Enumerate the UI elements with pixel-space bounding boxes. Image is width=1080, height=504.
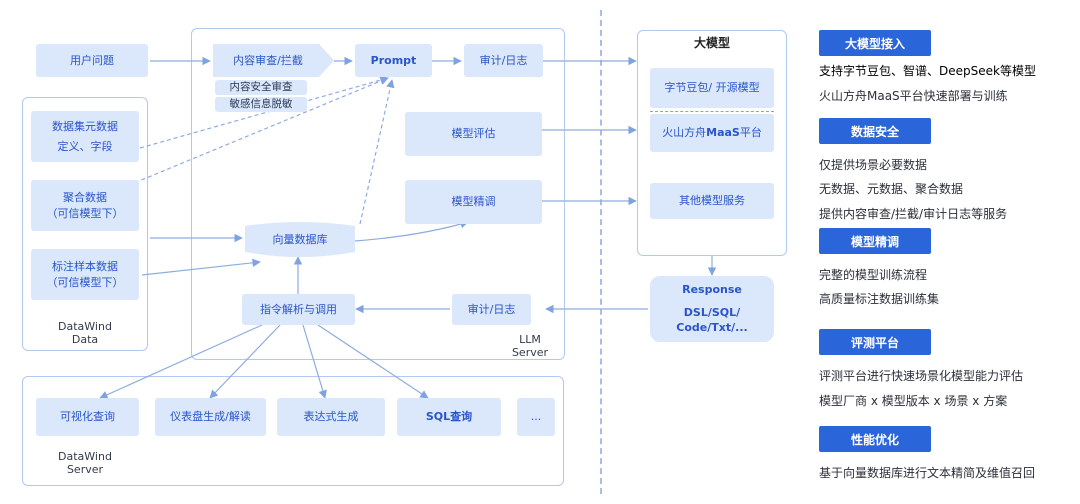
sensitive-mask-box[interactable]: 敏感信息脱敏 [215,97,307,112]
text-eval-platform-2: 模型厂商 x 模型版本 x 场景 x 方案 [819,394,1008,408]
text-data-security-3: 提供内容审查/拦截/审计日志等服务 [819,207,1008,221]
other-model-services-box[interactable]: 其他模型服务 [650,183,774,219]
aggregated-data-box[interactable]: 聚合数据（可信模型下） [31,180,139,231]
dataset-metadata-box[interactable]: 数据集元数据定义、字段 [31,111,139,162]
audit-log-bottom-box[interactable]: 审计/日志 [452,294,531,325]
server-item-visual-query[interactable]: 可视化查询 [36,398,139,436]
badge-model-access: 大模型接入 [819,30,931,56]
text-data-security-2: 无数据、元数据、聚合数据 [819,182,964,196]
response-box[interactable]: Response DSL/SQL/ Code/Txt/... [650,276,774,342]
vector-db-box[interactable]: 向量数据库 [272,233,328,247]
text-model-tuning-2: 高质量标注数据训练集 [819,292,940,306]
text-performance-1: 基于向量数据库进行文本精简及维值召回 [819,466,1036,480]
model-eval-box[interactable]: 模型评估 [405,112,542,156]
server-item-expression[interactable]: 表达式生成 [277,398,385,436]
vector-db-shape [245,222,355,257]
content-review-shape [213,44,334,77]
badge-data-security: 数据安全 [819,118,931,144]
text-model-access-1: 支持字节豆包、智谱、DeepSeek等模型 [819,64,1036,78]
doubao-opensource-box[interactable]: 字节豆包/ 开源模型 [650,68,774,108]
server-item-more[interactable]: ... [517,398,555,436]
text-eval-platform-1: 评测平台进行快速场景化模型能力评估 [819,369,1024,383]
audit-log-top-box[interactable]: 审计/日志 [464,44,543,77]
text-model-access-2: 火山方舟MaaS平台快速部署与训练 [819,89,1008,103]
content-review-box[interactable]: 内容审查/拦截 [233,53,303,67]
prompt-box[interactable]: Prompt [355,44,432,77]
text-model-tuning-1: 完整的模型训练流程 [819,268,928,282]
annotated-sample-box[interactable]: 标注样本数据（可信模型下） [31,249,139,300]
user-question-box[interactable]: 用户问题 [36,44,148,77]
big-model-panel [637,30,787,256]
server-item-dashboard[interactable]: 仪表盘生成/解读 [155,398,266,436]
datawind-data-panel [22,97,148,351]
server-item-sql-query[interactable]: SQL查询 [397,398,501,436]
text-data-security-1: 仅提供场景必要数据 [819,158,928,172]
content-safety-box[interactable]: 内容安全审查 [215,80,307,95]
model-divider [650,111,774,112]
badge-model-tuning: 模型精调 [819,228,931,254]
model-tune-box[interactable]: 模型精调 [405,180,542,224]
datawind-server-panel [22,376,564,486]
big-model-title: 大模型 [693,36,730,50]
badge-eval-platform: 评测平台 [819,329,931,355]
section-divider [600,10,602,494]
badge-performance: 性能优化 [819,426,931,452]
instruction-parse-box[interactable]: 指令解析与调用 [242,294,355,325]
